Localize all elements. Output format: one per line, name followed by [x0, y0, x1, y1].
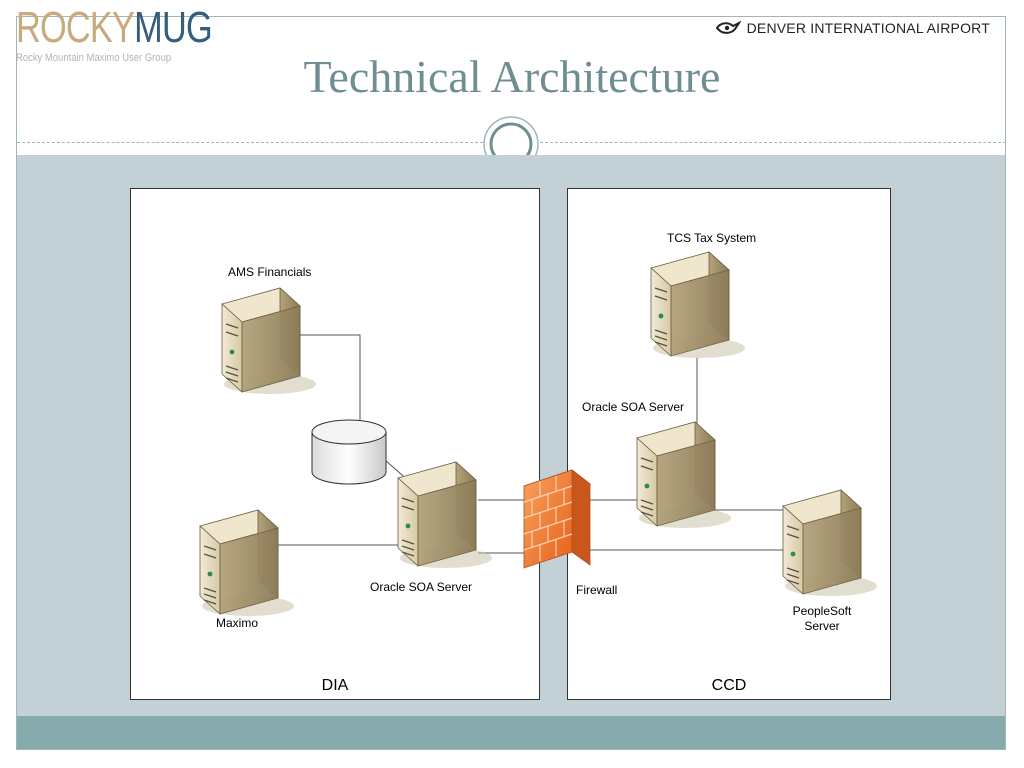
footer-band	[17, 716, 1005, 749]
firewall-label: Firewall	[576, 583, 617, 597]
oracle-soa-dia-label: Oracle SOA Server	[370, 580, 472, 594]
database-icon	[311, 419, 387, 485]
ccd-zone-label: CCD	[712, 677, 747, 694]
peoplesoft-server-icon	[782, 489, 877, 596]
oracle-soa-server-dia-icon	[397, 461, 492, 568]
rockymug-logo: ROCKYMUG Rocky Mountain Maximo User Grou…	[16, 3, 213, 65]
dia-zone-label: DIA	[322, 677, 349, 694]
divider-left	[17, 142, 483, 143]
maximo-server-icon	[199, 509, 294, 616]
page-title: Technical Architecture	[303, 51, 721, 102]
maximo-label: Maximo	[216, 616, 258, 630]
top-rule	[215, 16, 1006, 17]
tcs-tax-system-label: TCS Tax System	[667, 231, 756, 245]
tcs-tax-server-icon	[650, 251, 745, 358]
airport-branding: DENVER INTERNATIONAL AIRPORT	[715, 20, 990, 36]
oracle-soa-server-ccd-icon	[636, 421, 731, 528]
connection-ams-database	[300, 334, 361, 420]
airport-name: DENVER INTERNATIONAL AIRPORT	[746, 20, 990, 36]
peoplesoft-label-line2: Server	[804, 619, 839, 633]
divider-right	[540, 142, 1006, 143]
logo-subtitle: Rocky Mountain Maximo User Group	[16, 52, 172, 64]
oracle-soa-ccd-label: Oracle SOA Server	[582, 400, 684, 414]
firewall-icon	[523, 469, 591, 569]
logo-rocky-text: ROCKY	[16, 3, 135, 52]
airport-logo-icon	[715, 20, 741, 34]
ams-financials-label: AMS Financials	[228, 265, 311, 279]
connection-lines	[278, 334, 790, 554]
ams-financials-server-icon	[221, 287, 316, 394]
logo-mug-text: MUG	[134, 3, 213, 52]
peoplesoft-label-line1: PeopleSoft	[793, 604, 852, 618]
